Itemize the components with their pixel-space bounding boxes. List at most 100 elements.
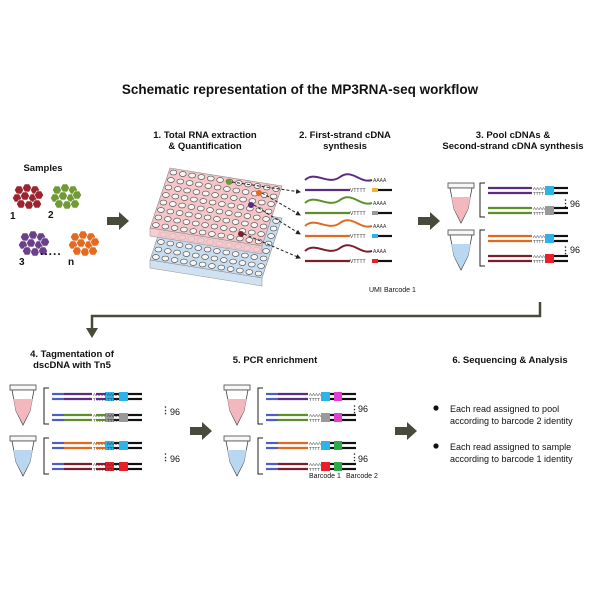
plate-top-well [188, 172, 196, 179]
plate-top-well [226, 234, 235, 240]
samples-label: Samples [23, 163, 63, 174]
ds3-orange-polya: AAAA [533, 234, 545, 239]
plate-bottom-well [194, 245, 203, 251]
bracket-3a [479, 182, 485, 218]
sample-n-cluster-cell-4 [76, 238, 86, 248]
count-label-3b: 96 [570, 245, 581, 255]
plate-top-well [207, 175, 215, 182]
plate-top-well [157, 207, 165, 213]
step-4-line1: 4. Tagmentation of [30, 349, 114, 360]
plate-bottom-well [213, 248, 221, 254]
tube-4a [9, 384, 37, 426]
step-2-label: 2. First-strand cDNA synthesis [290, 130, 400, 152]
arrow-samples-to-plate [107, 212, 129, 230]
plate-top-well [169, 201, 177, 207]
plate-top-well [203, 214, 212, 221]
arrow-step5-to-step6 [395, 422, 417, 440]
count-label-5a: 96 [358, 404, 369, 414]
plate-top-well [185, 180, 194, 186]
well-sample-orange [256, 190, 262, 196]
plate-bottom-well [254, 270, 263, 277]
plate-top-well [171, 193, 180, 200]
plate-top-well [197, 205, 205, 212]
step-3-label: 3. Pool cDNAs & Second-strand cDNA synth… [428, 130, 598, 152]
plate-top-well [236, 204, 245, 210]
plate-top [149, 167, 283, 255]
plate-top-well [192, 189, 201, 195]
arrow-step2-to-step3 [418, 212, 440, 230]
ds5-green-barcode1 [321, 413, 330, 422]
plate-top-well [206, 207, 214, 213]
sample-id-n: n [68, 257, 75, 268]
plate-bottom-well [222, 249, 231, 256]
plate-top-well [152, 222, 160, 228]
plate-top-well [161, 223, 170, 230]
plate-top-well [198, 229, 207, 236]
plate-top-well [227, 202, 236, 209]
plate-top-well [245, 237, 254, 243]
plate-bottom-well [257, 263, 265, 269]
bullet-sample-line1: Each read assigned to sample [450, 442, 572, 452]
count-label-3a: 96 [570, 199, 581, 209]
ds5-purple-polyt: TTTT [309, 397, 320, 402]
plate-top-well [187, 204, 196, 210]
fs-purple-polyt: VTTTT [350, 188, 366, 194]
sample-3-cluster-cell-9 [38, 246, 48, 256]
sample-2-cluster-cell-4 [58, 191, 68, 201]
bullet-pool-line1: Each read assigned to pool [450, 404, 560, 414]
connector-step3-to-step4 [90, 302, 542, 330]
sample-1-cluster-cell-8 [24, 200, 34, 210]
plate-top-well [217, 232, 226, 239]
plate-top-well [215, 208, 224, 215]
sample-2-cluster-cell-7 [54, 199, 64, 209]
connector-arrowhead [86, 328, 98, 338]
barcode2-label-bottom: Barcode 2 [346, 473, 378, 480]
sample-2-cluster [50, 183, 82, 210]
ds5-orange-barcode2 [334, 441, 342, 450]
plate-bottom-well [170, 257, 179, 263]
plate-bottom-well [208, 263, 216, 269]
plate-top-well [259, 223, 268, 230]
plate-top-well [199, 198, 208, 204]
plate-bottom-well [198, 261, 207, 268]
tube-3b [447, 229, 475, 271]
ds5-purple-barcode2 [334, 392, 342, 401]
bracket-4a [43, 387, 49, 425]
dots-3a: ⋮ [561, 198, 570, 208]
bullet-pool-line2: according to barcode 2 identity [450, 416, 573, 426]
plate-bottom-well [231, 251, 240, 257]
ds5-purple-polya: AAAA [309, 392, 321, 397]
step-4-line2: dscDNA with Tn5 [33, 360, 111, 371]
plate-bottom-well [173, 249, 181, 256]
ds3-darkred-polyt: TTTT [533, 259, 544, 264]
bullet-sample-line2: according to barcode 1 identity [450, 454, 573, 464]
dots-5a: ⋮ [350, 404, 359, 414]
plate-bottom-well [203, 246, 212, 253]
ds4-green-b-barcode1 [119, 413, 128, 422]
plate-bottom-well [154, 246, 163, 253]
plate-top-well [239, 196, 247, 203]
plate-bottom-well [264, 240, 273, 247]
count-label-4a: 96 [170, 407, 181, 417]
plate-bottom-well [182, 251, 191, 257]
bullet-dot-1 [433, 405, 439, 411]
plate-top-well [204, 183, 213, 189]
plate-top-well [241, 220, 249, 227]
plate-bottom-well [201, 254, 209, 260]
dashed-arrow-0 [231, 181, 301, 194]
step-1-label: 1. Total RNA extraction & Quantification [140, 130, 270, 152]
plate-bottom-well [192, 252, 200, 259]
plate-top-well [229, 226, 237, 233]
tube-3a-liquid [451, 197, 471, 222]
ds5-darkred-polya: AAAA [309, 462, 321, 467]
sample-n-cluster-cell-1 [78, 230, 88, 240]
plate-top-well [231, 219, 240, 225]
plate-top-well [180, 226, 188, 233]
ds5-orange-polyt: TTTT [309, 446, 320, 451]
plate-top-well [192, 220, 200, 227]
